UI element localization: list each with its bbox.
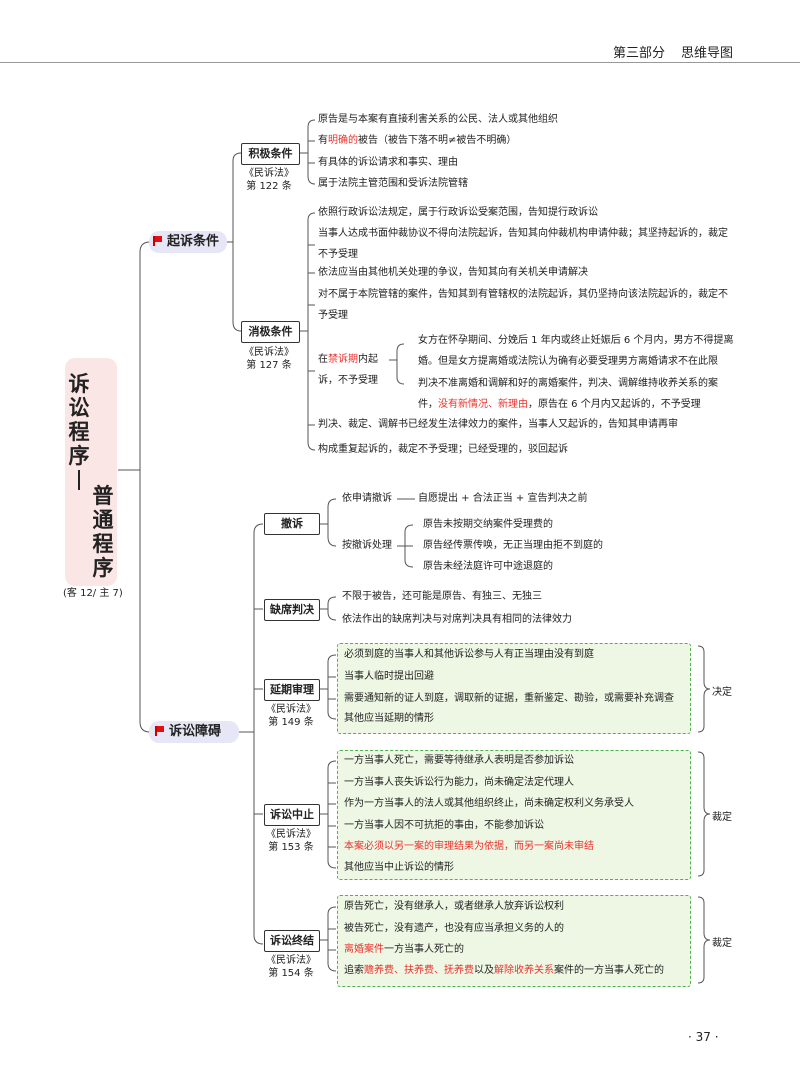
zhongjie-item-1: 原告死亡，没有继承人，或者继承人放弃诉讼权利 xyxy=(344,901,564,912)
qisu-branch: 起诉条件 xyxy=(149,231,227,253)
header-divider xyxy=(0,62,800,63)
red-flag-icon xyxy=(155,726,164,736)
root-note: (客 12/ 主 7) xyxy=(63,588,123,599)
jiji-item-3: 有具体的诉讼请求和事实、理由 xyxy=(318,157,458,168)
xiaoji-item-6: 判决、裁定、调解书已经发生法律效力的案件，当事人又起诉的，告知其申请再审 xyxy=(318,419,678,430)
yanqi-law: 《民诉法》第 149 条 xyxy=(266,704,316,728)
yanqi-item-1: 必须到庭的当事人和其他诉讼参与人有正当理由没有到庭 xyxy=(344,649,594,660)
zhongjie-result: 裁定 xyxy=(712,938,732,949)
zhongzhi-box: 诉讼中止 xyxy=(264,804,320,826)
xiaoji-law: 《民诉法》第 127 条 xyxy=(244,347,294,371)
yanqi-box: 延期审理 xyxy=(264,679,320,701)
jiji-box: 积极条件 xyxy=(241,143,300,165)
page-header: 第三部分思维导图 xyxy=(613,42,733,61)
xiaoji-item-7: 构成重复起诉的，裁定不予受理；已经受理的，驳回起诉 xyxy=(318,444,568,455)
chesu-shenqing-detail: 自愿提出 + 合法正当 + 宣告判决之前 xyxy=(418,493,588,504)
zhongzhi-item-2: 一方当事人丧失诉讼行为能力，尚未确定法定代理人 xyxy=(344,777,574,788)
qisu-label: 起诉条件 xyxy=(167,234,220,249)
root-title-col1: 诉讼程序 xyxy=(68,372,90,468)
quexi-item-1: 不限于被告，还可能是原告、有独三、无独三 xyxy=(342,591,542,602)
jiji-item-4: 属于法院主管范围和受诉法院管辖 xyxy=(318,178,468,189)
xiaoji-item-3: 依法应当由其他机关处理的争议，告知其向有关机关申请解决 xyxy=(318,267,588,278)
red-flag-icon xyxy=(153,236,162,246)
root-node: 诉讼程序 普通程序 xyxy=(65,358,117,586)
xiaoji-item-4: 对不属于本院管辖的案件，告知其到有管辖权的法院起诉，其仍坚持向该法院起诉的，裁定… xyxy=(318,289,728,321)
zhongzhi-green-box xyxy=(337,750,691,880)
header-part: 第三部分 xyxy=(613,46,666,61)
zhongjie-item-3: 离婚案件一方当事人死亡的 xyxy=(344,944,464,955)
yanqi-item-4: 其他应当延期的情形 xyxy=(344,713,434,724)
anchesu-item-3: 原告未经法庭许可中途退庭的 xyxy=(423,561,553,572)
chesu-anchesu: 按撤诉处理 xyxy=(342,540,392,551)
zhongzhi-item-1: 一方当事人死亡，需要等待继承人表明是否参加诉讼 xyxy=(344,755,574,766)
zhongzhi-item-3: 作为一方当事人的法人或其他组织终止，尚未确定权利义务承受人 xyxy=(344,798,634,809)
yanqi-green-box xyxy=(337,643,691,734)
zhongzhi-law: 《民诉法》第 153 条 xyxy=(266,829,316,853)
xiaoji-item-5-sub-2: 判决不准离婚和调解和好的离婚案件，判决、调解维持收养关系的案件，没有新情况、新理… xyxy=(418,378,718,410)
chesu-shenqing: 依申请撤诉 xyxy=(342,493,392,504)
zhangai-label: 诉讼障碍 xyxy=(169,724,222,739)
zhongjie-law: 《民诉法》第 154 条 xyxy=(266,955,316,979)
root-title-dash xyxy=(78,470,80,490)
anchesu-item-1: 原告未按期交纳案件受理费的 xyxy=(423,519,553,530)
zhongjie-item-4: 追索赡养费、扶养费、抚养费以及解除收养关系案件的一方当事人死亡的 xyxy=(344,965,664,976)
zhongzhi-item-5: 本案必须以另一案的审理结果为依据，而另一案尚未审结 xyxy=(344,841,594,852)
zhongjie-item-2: 被告死亡，没有遗产，也没有应当承担义务的人的 xyxy=(344,923,564,934)
yanqi-item-3: 需要通知新的证人到庭，调取新的证据，重新鉴定、勘验，或需要补充调查 xyxy=(344,693,674,704)
zhongjie-box: 诉讼终结 xyxy=(264,930,320,952)
page-number: · 37 · xyxy=(688,1030,719,1044)
zhongjie-green-box xyxy=(337,895,691,987)
yanqi-item-2: 当事人临时提出回避 xyxy=(344,671,434,682)
quexi-item-2: 依法作出的缺席判决与对席判决具有相同的法律效力 xyxy=(342,614,572,625)
yanqi-result: 决定 xyxy=(712,687,732,698)
header-title: 思维导图 xyxy=(681,46,734,61)
zhongzhi-result: 裁定 xyxy=(712,812,732,823)
zhongzhi-item-6: 其他应当中止诉讼的情形 xyxy=(344,862,454,873)
xiaoji-item-1: 依照行政诉讼法规定，属于行政诉讼受案范围，告知提行政诉讼 xyxy=(318,207,598,218)
zhongzhi-item-4: 一方当事人因不可抗拒的事由，不能参加诉讼 xyxy=(344,820,544,831)
xiaoji-box: 消极条件 xyxy=(241,321,300,343)
xiaoji-item-5: 在禁诉期内起诉，不予受理 xyxy=(318,354,378,386)
xiaoji-item-2: 当事人达成书面仲裁协议不得向法院起诉，告知其向仲裁机构申请仲裁；其坚持起诉的，裁… xyxy=(318,228,728,260)
xiaoji-item-5-sub-1: 女方在怀孕期间、分娩后 1 年内或终止妊娠后 6 个月内，男方不得提离婚。但是女… xyxy=(418,335,734,367)
jiji-law: 《民诉法》第 122 条 xyxy=(244,168,294,192)
anchesu-item-2: 原告经传票传唤，无正当理由拒不到庭的 xyxy=(423,540,603,551)
quexi-box: 缺席判决 xyxy=(264,599,320,621)
chesu-box: 撤诉 xyxy=(264,513,320,535)
jiji-item-2: 有明确的被告（被告下落不明≠被告不明确） xyxy=(318,135,517,146)
root-title-col2: 普通程序 xyxy=(92,484,114,580)
zhangai-branch: 诉讼障碍 xyxy=(149,721,239,743)
jiji-item-1: 原告是与本案有直接利害关系的公民、法人或其他组织 xyxy=(318,114,558,125)
